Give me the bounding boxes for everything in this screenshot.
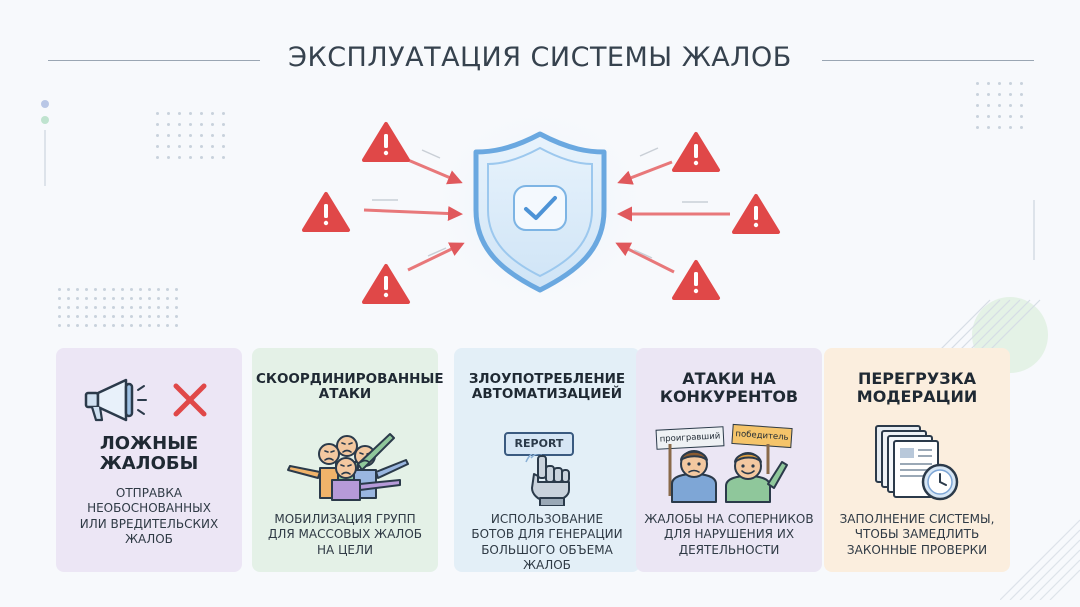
warning-icon: [362, 122, 410, 162]
megaphone-icon: [84, 378, 147, 422]
sign-winner-label: победитель: [735, 429, 789, 443]
decor-right-line: [1033, 200, 1035, 260]
robot-hand-icon: [525, 454, 570, 506]
title-divider-left: [48, 60, 260, 61]
decor-left-line: [44, 130, 46, 186]
sign-loser-label: проигравший: [659, 431, 721, 445]
clock-icon: [921, 463, 959, 501]
decor-dot-grid-right: [976, 82, 1023, 129]
warning-icon: [302, 192, 350, 232]
angry-crowd-icon: [287, 433, 409, 501]
report-button: REPORT: [504, 432, 574, 456]
document-stack-clock-icon: [875, 425, 959, 501]
title-divider-right: [822, 60, 1034, 61]
warning-icon: [672, 132, 720, 172]
title-bar: ЭКСПЛУАТАЦИЯ СИСТЕМЫ ЖАЛОБ: [0, 36, 1080, 82]
incoming-arrows-right: [615, 160, 730, 274]
decor-dot-blue: [41, 100, 49, 108]
shield-attack-illustration: [302, 110, 780, 306]
report-button-label: REPORT: [514, 437, 564, 450]
decor-dot-grid-left: [156, 112, 225, 159]
shield-icon: [473, 131, 607, 293]
card-description: ЗАПОЛНЕНИЕ СИСТЕМЫ,ЧТОБЫ ЗАМЕДЛИТЬ ЗАКОН…: [839, 512, 995, 557]
decor-dot-green: [41, 116, 49, 124]
warning-icon: [672, 260, 720, 300]
x-mark-icon: [173, 383, 207, 417]
warning-icon: [362, 264, 410, 304]
megaphone-x-icon: [84, 378, 207, 422]
warning-icon: [732, 194, 780, 234]
rivals-icon: [668, 444, 788, 503]
incoming-arrows-left: [363, 158, 465, 272]
decor-hatch-bottom-right: [1000, 519, 1080, 600]
page-title: ЭКСПЛУАТАЦИЯ СИСТЕМЫ ЖАЛОБ: [288, 42, 792, 73]
decor-dot-grid-bottom-left: [58, 288, 178, 327]
